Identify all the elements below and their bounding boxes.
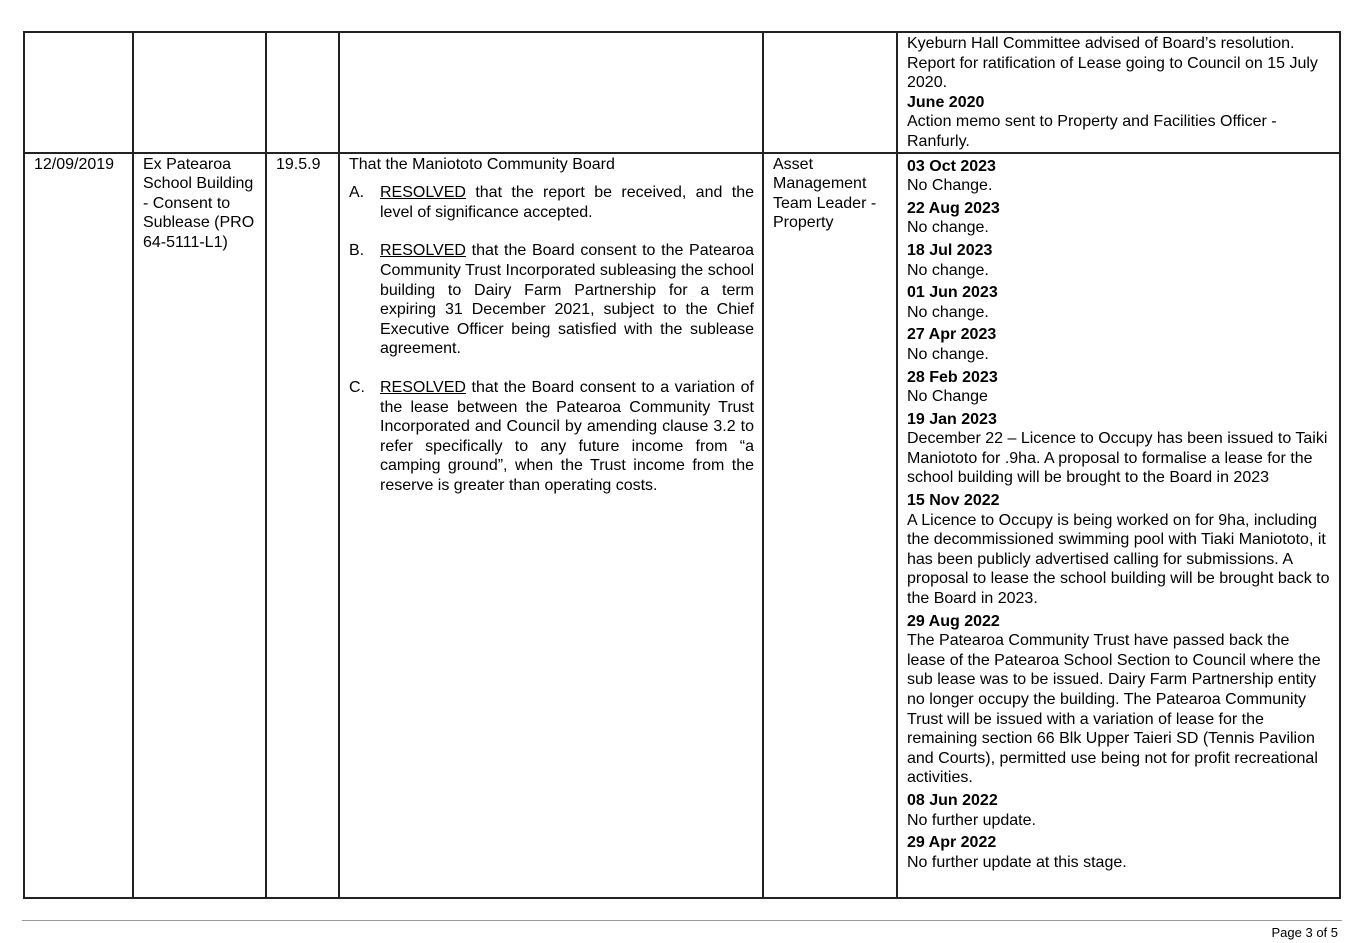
update-date: 01 Jun 2023 [907, 284, 998, 302]
update-date: 29 Apr 2022 [907, 834, 997, 852]
page-number: Page 3 of 5 [1271, 925, 1339, 940]
update-text: A Licence to Occupy is being worked on f… [907, 511, 1330, 608]
status-cell: Kyeburn Hall Committee advised of Board’… [896, 31, 1341, 154]
resolution-text: RESOLVED that the Board consent to the P… [380, 241, 754, 359]
resolution-letter: B. [349, 242, 365, 260]
resolution-item: C. RESOLVED that the Board consent to a v… [349, 378, 754, 496]
status-date: June 2020 [907, 93, 985, 111]
resolution-body: that the report be received, and the lev… [380, 184, 754, 221]
update-text: No Change. [907, 177, 993, 195]
update-text: No change. [907, 303, 989, 321]
responsible-cell [762, 31, 898, 154]
resolution-letter: C. [349, 378, 365, 396]
update-text: No change. [907, 261, 989, 279]
status-cell: 03 Oct 2023 No Change. 22 Aug 2023 No chang… [896, 151, 1341, 899]
update-text: The Patearoa Community Trust have passed… [907, 632, 1321, 787]
update-text: December 22 – Licence to Occupy has been… [907, 430, 1328, 487]
resolution-text: RESOLVED that the Board consent to a var… [380, 378, 754, 496]
update-date: 22 Aug 2023 [907, 199, 1000, 217]
date-cell [23, 31, 134, 154]
resolution-list: A. RESOLVED that the report be received, … [349, 183, 754, 495]
update-date: 03 Oct 2023 [907, 157, 996, 175]
resolution-letter: A. [349, 184, 365, 202]
table-row: 12/09/2019 Ex Patearoa School Building -… [23, 151, 1341, 899]
update-date: 18 Jul 2023 [907, 241, 993, 259]
table-row: Kyeburn Hall Committee advised of Board’… [23, 31, 1341, 154]
update-date: 19 Jan 2023 [907, 410, 997, 428]
update-text: No change. [907, 345, 989, 363]
resolved-keyword: RESOLVED [380, 378, 466, 396]
update-date: 08 Jun 2022 [907, 791, 998, 809]
resolved-keyword: RESOLVED [380, 184, 466, 202]
resolution-body: that the Board consent to the Patearoa C… [380, 242, 754, 358]
resolution-cell: That the Maniototo Community Board A. RES… [338, 151, 764, 899]
update-text: No further update. [907, 811, 1036, 829]
update-date: 27 Apr 2023 [907, 326, 997, 344]
resolution-item: B. RESOLVED that the Board consent to the… [349, 241, 754, 359]
resolution-text: RESOLVED that the report be received, an… [380, 183, 754, 222]
resolution-body: that the Board consent to a variation of… [380, 378, 754, 494]
update-date: 29 Aug 2022 [907, 612, 1000, 630]
resolved-keyword: RESOLVED [380, 242, 466, 260]
responsible-cell: Asset Management Team Leader - Property [762, 151, 898, 899]
update-date: 15 Nov 2022 [907, 492, 1000, 510]
footer-divider [22, 920, 1342, 921]
resolution-item: A. RESOLVED that the report be received, … [349, 183, 754, 222]
item-cell: 19.5.9 [265, 151, 340, 899]
resolution-intro: That the Maniototo Community Board [349, 155, 615, 173]
status-text: Action memo sent to Property and Facilit… [907, 113, 1277, 150]
update-text: No change. [907, 219, 989, 237]
status-text: Kyeburn Hall Committee advised of Board’… [907, 35, 1318, 92]
update-text: No further update at this stage. [907, 853, 1127, 871]
item-cell [265, 31, 340, 154]
subject-cell: Ex Patearoa School Building - Consent to… [132, 151, 267, 899]
date-cell: 12/09/2019 [23, 151, 134, 899]
resolution-cell [338, 31, 764, 154]
update-text: No Change [907, 388, 988, 406]
subject-cell [132, 31, 267, 154]
update-date: 28 Feb 2023 [907, 368, 998, 386]
action-table: Kyeburn Hall Committee advised of Board’… [23, 31, 1341, 899]
